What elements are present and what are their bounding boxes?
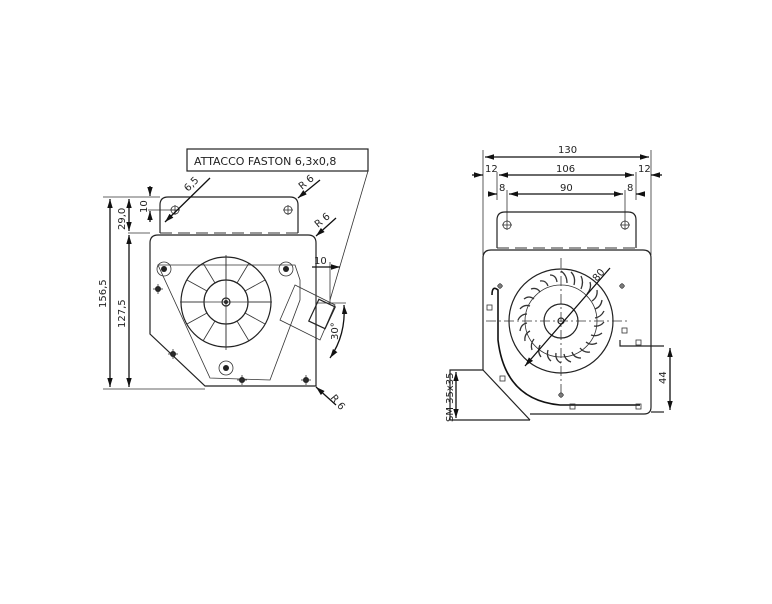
screw-boss-icon xyxy=(218,360,234,376)
mounting-hole-icon xyxy=(620,220,630,230)
dim-radius-mid: R 6 xyxy=(313,211,337,237)
right-view-front-fan: 130 12 106 12 8 90 8 xyxy=(445,145,673,422)
svg-text:8: 8 xyxy=(499,183,505,194)
impeller-blades xyxy=(181,257,271,347)
top-flange-front xyxy=(496,211,637,249)
screw-boss-icon xyxy=(156,261,172,277)
dim-130: 130 xyxy=(482,145,652,255)
dim-10-connector: 10 xyxy=(312,256,340,305)
svg-text:127,5: 127,5 xyxy=(117,299,128,328)
dim-156: 156,5 xyxy=(98,196,205,390)
top-flange xyxy=(159,196,299,234)
svg-text:R 6: R 6 xyxy=(313,211,333,230)
svg-text:80: 80 xyxy=(591,267,608,284)
svg-text:R 6: R 6 xyxy=(297,173,317,192)
svg-text:30°: 30° xyxy=(330,322,341,340)
mounting-hole-icon xyxy=(502,220,512,230)
svg-text:SM 35x35: SM 35x35 xyxy=(445,372,456,422)
screw-icon xyxy=(153,284,163,294)
faston-callout-text: ATTACCO FASTON 6,3x0,8 xyxy=(194,155,336,168)
screw-icon xyxy=(558,392,564,398)
dim-angle-30: 30° xyxy=(316,302,348,359)
screw-icon xyxy=(168,349,178,359)
wheel-blades xyxy=(517,270,605,364)
housing-screws xyxy=(486,283,642,410)
dim-radius-bottom: R 6 xyxy=(315,386,347,413)
dim-90: 8 90 8 xyxy=(487,183,646,222)
svg-text:8: 8 xyxy=(627,183,633,194)
svg-text:156,5: 156,5 xyxy=(98,279,109,308)
housing-plate xyxy=(149,234,317,387)
svg-text:6,5: 6,5 xyxy=(182,175,201,194)
svg-text:29,0: 29,0 xyxy=(117,208,128,230)
dim-29: 29,0 xyxy=(117,199,132,231)
plate-screws xyxy=(153,284,311,385)
screw-icon xyxy=(301,375,311,385)
motor-assembly xyxy=(156,255,337,381)
screw-icon xyxy=(237,375,247,385)
faston-callout: ATTACCO FASTON 6,3x0,8 xyxy=(186,148,369,301)
screw-icon xyxy=(497,283,503,289)
dim-outlet: SM 35x35 xyxy=(445,372,459,422)
svg-text:90: 90 xyxy=(560,183,573,194)
dim-127: 127,5 xyxy=(117,232,150,387)
svg-text:10: 10 xyxy=(139,200,150,213)
svg-text:10: 10 xyxy=(314,256,327,267)
blower-wheel: 80 xyxy=(486,258,628,395)
svg-text:12: 12 xyxy=(485,164,498,175)
dim-hole-6-5: 6,5 xyxy=(164,175,211,223)
screw-icon xyxy=(619,283,625,289)
dim-106: 12 106 12 xyxy=(472,164,662,200)
svg-text:12: 12 xyxy=(638,164,651,175)
dim-10-left: 10 xyxy=(139,186,175,222)
housing-front xyxy=(449,249,664,421)
svg-text:130: 130 xyxy=(558,145,577,156)
dim-radius-top: R 6 xyxy=(297,173,321,199)
svg-text:44: 44 xyxy=(658,371,669,384)
screw-boss-icon xyxy=(278,261,294,277)
left-view-side-fan: ATTACCO FASTON 6,3x0,8 xyxy=(98,148,369,413)
svg-text:R 6: R 6 xyxy=(328,393,347,413)
dim-44: 44 xyxy=(658,348,673,410)
mounting-hole-icon xyxy=(283,205,293,215)
svg-text:106: 106 xyxy=(556,164,575,175)
